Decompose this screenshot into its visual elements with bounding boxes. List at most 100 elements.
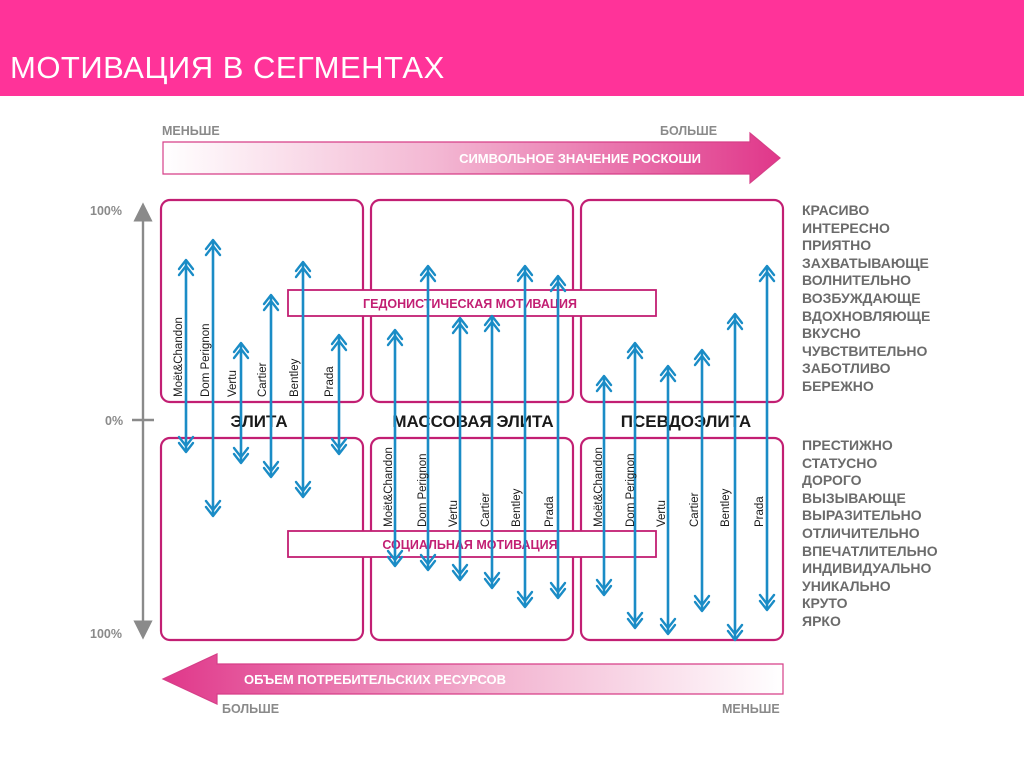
social-word: ВЫЗЫВАЮЩЕ [802,489,906,506]
arrow-head-up [758,264,776,283]
segment-pseudo-elite: ПСЕВДОЭЛИТА [621,412,751,431]
brand-label-elite: Bentley [289,358,301,397]
arrow-head-down [330,437,348,456]
arrow-head-up [177,258,195,277]
hedonic-band-label: ГЕДОНИСТИЧЕСКАЯ МОТИВАЦИЯ [363,297,577,311]
social-word: ЯРКО [802,612,841,629]
arrow-head-up [626,341,644,360]
social-word: ИНДИВИДУАЛЬНО [802,560,932,577]
arrow-head-down [595,578,613,597]
brand-label-elite: Vertu [227,370,239,397]
hedonic-word: ВКУСНО [802,325,861,342]
hedonic-word: ПРИЯТНО [802,237,872,254]
social-band [287,530,657,558]
brand-label-elite: Cartier [257,362,269,397]
social-word: ВПЕЧАТЛИТЕЛЬНО [802,542,938,559]
arrow-head-down [232,446,250,465]
brand-label-pseudo-elite: Prada [754,496,766,527]
arrow-head-up [232,341,250,360]
title-bar [0,0,1024,96]
arrow-head-up [451,316,469,335]
hedonic-word: ЗАХВАТЫВАЮЩЕ [802,254,929,271]
social-word: ПРЕСТИЖНО [802,437,893,453]
resources-arrow [161,653,784,705]
social-word: ОТЛИЧИТЕЛЬНО [802,524,920,541]
arrow-head-down [419,553,437,572]
arrow-head-down [549,581,567,600]
arrow-head-down [204,499,222,518]
arrow-head-down [262,460,280,479]
arrow-head-up [549,274,567,293]
hedonic-word: БЕРЕЖНО [802,377,874,394]
y-axis-zero-label: 0% [105,414,124,428]
arrow-head-up [595,374,613,393]
brand-arrows [177,238,776,642]
hedonic-word: ВОЗБУЖДАЮЩЕ [802,289,921,306]
social-word: УНИКАЛЬНО [802,577,891,594]
arrow-head-up [483,314,501,333]
arrow-head-up [419,264,437,283]
social-band-label: СОЦИАЛЬНАЯ МОТИВАЦИЯ [382,538,557,552]
arrow-head-down [516,590,534,609]
hedonic-word: ИНТЕРЕСНО [802,219,890,236]
arrow-head-up [204,238,222,257]
bottom-axis-right-label: МЕНЬШЕ [722,702,780,716]
y-axis-top-label: 100% [90,204,122,218]
top-axis-left-label: МЕНЬШЕ [162,124,220,138]
arrow-head-down [758,593,776,612]
arrow-head-down [386,549,404,568]
brand-label-mass-elite: Dom Perignon [417,453,429,527]
hedonic-band [287,289,657,317]
brand-label-mass-elite: Bentley [511,488,523,527]
segment-elite: ЭЛИТА [230,412,287,431]
brand-label-mass-elite: Cartier [480,492,492,527]
resources-label: ОБЪЕМ ПОТРЕБИТЕЛЬСКИХ РЕСУРСОВ [244,672,506,687]
social-word: ДОРОГО [802,472,862,489]
brand-label-mass-elite: Prada [544,496,556,527]
arrow-head-up [330,333,348,352]
hedonic-word: ВДОХНОВЛЯЮЩЕ [802,307,931,324]
brand-label-mass-elite: Vertu [448,500,460,527]
arrow-head-up [516,264,534,283]
brand-label-pseudo-elite: Moët&Chandon [593,447,605,527]
brand-label-elite: Moët&Chandon [173,317,185,397]
arrow-head-up [726,312,744,331]
arrow-head-down [177,435,195,454]
page-title: МОТИВАЦИЯ В СЕГМЕНТАХ [10,50,445,85]
arrow-head-up [386,328,404,347]
arrow-head-down [483,571,501,590]
hedonic-word: КРАСИВО [802,202,870,218]
arrow-head-down [294,480,312,499]
social-word: КРУТО [802,595,848,612]
arrow-head-up [294,260,312,279]
arrow-head-up [262,293,280,312]
arrow-head-down [693,594,711,613]
social-word: ВЫРАЗИТЕЛЬНО [802,507,922,524]
brand-label-pseudo-elite: Dom Perignon [625,453,637,527]
brand-label-elite: Dom Perignon [200,323,212,397]
arrow-head-down [726,623,744,642]
y-axis-bottom-label: 100% [90,627,122,641]
arrow-head-down [659,617,677,636]
hedonic-word: ЧУВСТВИТЕЛЬНО [802,342,928,359]
brand-label-elite: Prada [324,366,336,397]
top-axis-right-label: БОЛЬШЕ [660,124,718,138]
brand-label-pseudo-elite: Cartier [689,492,701,527]
arrow-head-up [693,348,711,367]
brand-label-pseudo-elite: Bentley [720,488,732,527]
hedonic-word: ЗАБОТЛИВО [802,360,891,377]
social-word: СТАТУСНО [802,454,878,471]
bottom-axis-left-label: БОЛЬШЕ [222,702,280,716]
arrow-head-up [659,364,677,383]
segment-mass-elite: МАССОВАЯ ЭЛИТА [392,412,553,431]
brand-label-pseudo-elite: Vertu [656,500,668,527]
luxury-symbolic-arrow [162,131,781,185]
luxury-symbolic-label: СИМВОЛЬНОЕ ЗНАЧЕНИЕ РОСКОШИ [459,151,701,166]
arrow-head-down [626,611,644,630]
arrow-head-down [451,563,469,582]
brand-label-mass-elite: Moët&Chandon [383,447,395,527]
